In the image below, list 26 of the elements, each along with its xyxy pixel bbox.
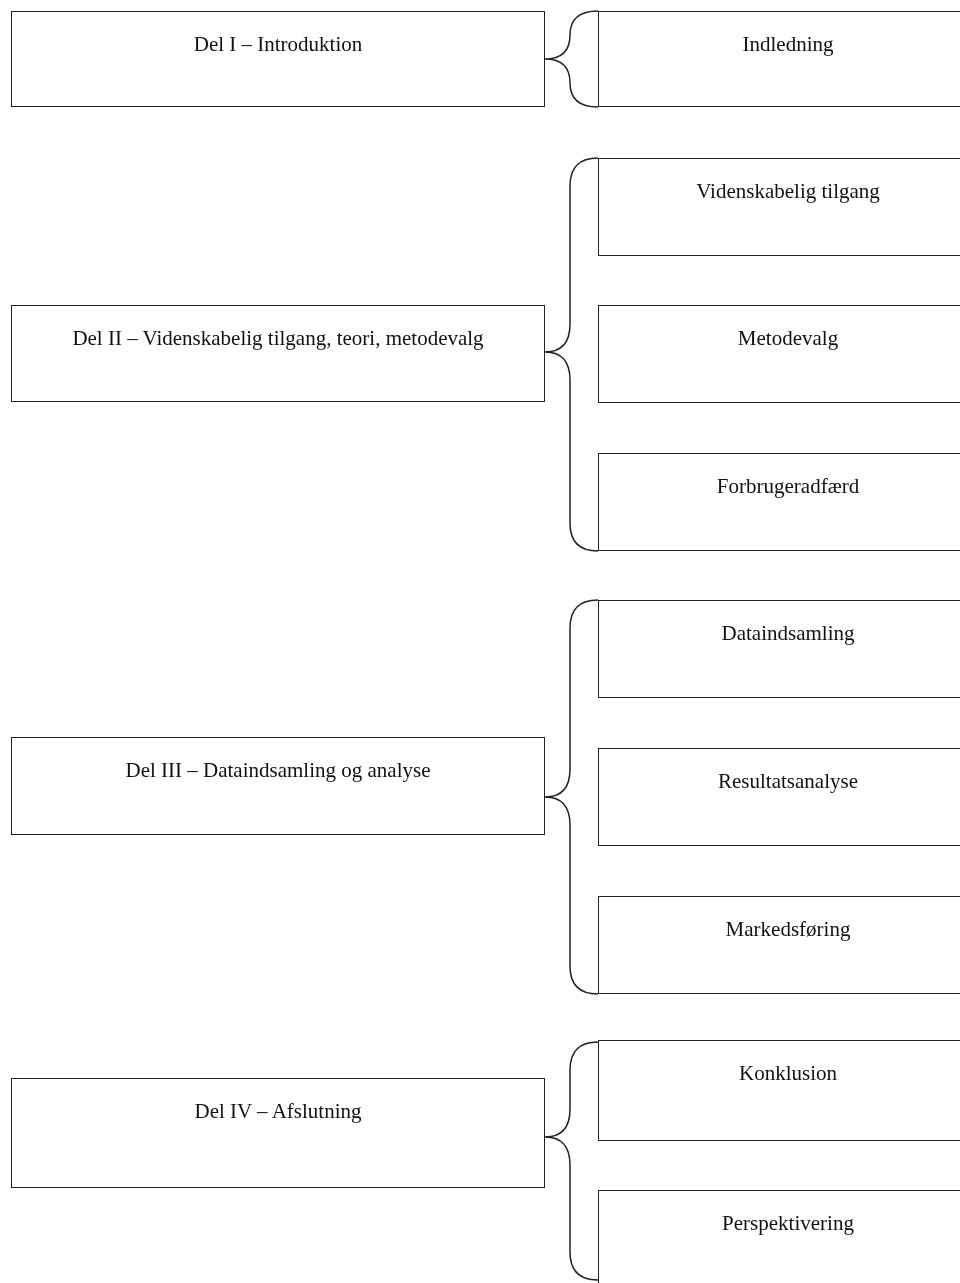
box-title: Perspektivering bbox=[721, 1211, 855, 1236]
section-box bbox=[598, 11, 960, 107]
box-title: Videnskabelig tilgang bbox=[695, 179, 881, 204]
section-box bbox=[598, 453, 960, 551]
section-box bbox=[11, 305, 545, 402]
section-box bbox=[598, 1190, 960, 1283]
box-title: Indledning bbox=[741, 32, 835, 57]
section-box bbox=[598, 158, 960, 256]
section-box bbox=[598, 305, 960, 403]
box-title: Del II – Videnskabelig tilgang, teori, metodevalg bbox=[71, 326, 485, 351]
section-box bbox=[598, 1040, 960, 1141]
section-box bbox=[598, 600, 960, 698]
section-box bbox=[11, 737, 545, 835]
box-title: Markedsføring bbox=[724, 917, 852, 942]
box-title: Forbrugeradfærd bbox=[715, 474, 861, 499]
box-title: Del IV – Afslutning bbox=[193, 1099, 363, 1124]
box-title: Del III – Dataindsamling og analyse bbox=[124, 758, 432, 783]
box-title: Dataindsamling bbox=[720, 621, 856, 646]
section-box bbox=[598, 896, 960, 994]
box-title: Metodevalg bbox=[736, 326, 840, 351]
section-box bbox=[598, 748, 960, 846]
box-title: Del I – Introduktion bbox=[192, 32, 364, 57]
section-box bbox=[11, 11, 545, 107]
section-box bbox=[11, 1078, 545, 1188]
box-title: Resultatsanalyse bbox=[717, 769, 859, 794]
box-title: Konklusion bbox=[738, 1061, 838, 1086]
